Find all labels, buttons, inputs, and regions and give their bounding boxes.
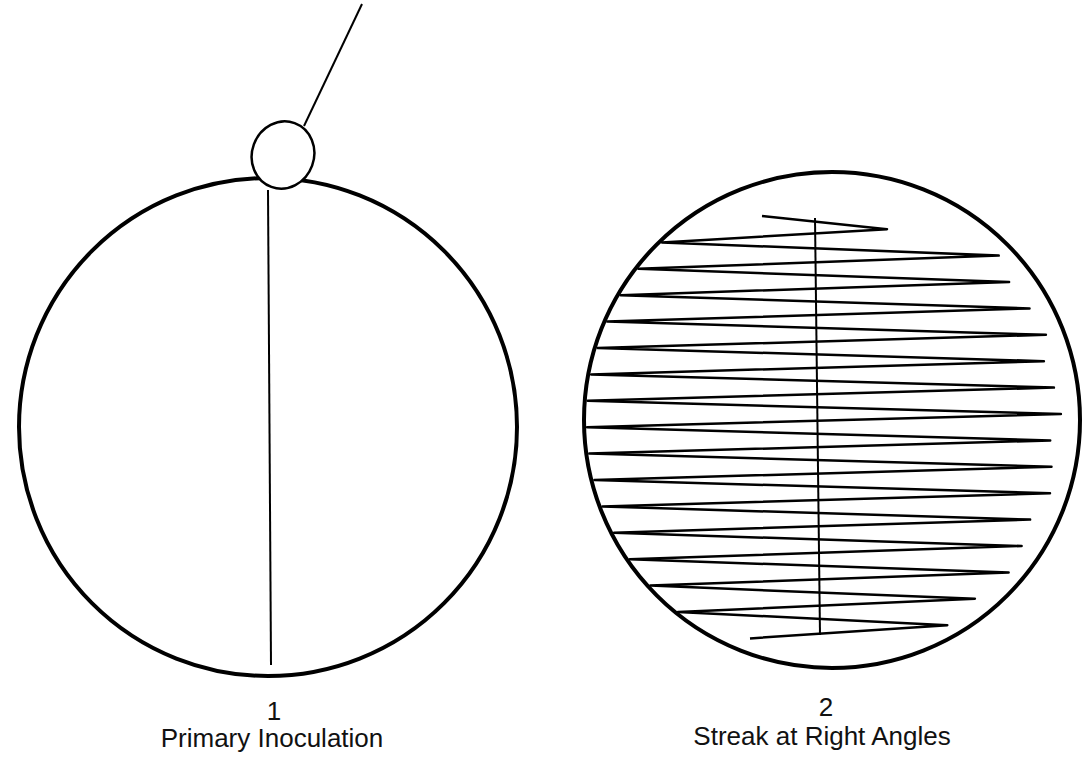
streak-zigzag xyxy=(587,216,1061,638)
callout-number: 1 xyxy=(267,697,281,726)
callout-number: 2 xyxy=(819,693,833,722)
inoculating-loop xyxy=(242,112,324,197)
dish-caption: Streak at Right Angles xyxy=(693,722,950,751)
inoculation-line xyxy=(815,218,820,635)
petri-dish xyxy=(19,178,517,676)
inoculation-line xyxy=(268,190,271,665)
dish-caption: Primary Inoculation xyxy=(161,724,384,753)
loop-handle xyxy=(304,4,362,126)
petri-dish xyxy=(584,172,1080,668)
